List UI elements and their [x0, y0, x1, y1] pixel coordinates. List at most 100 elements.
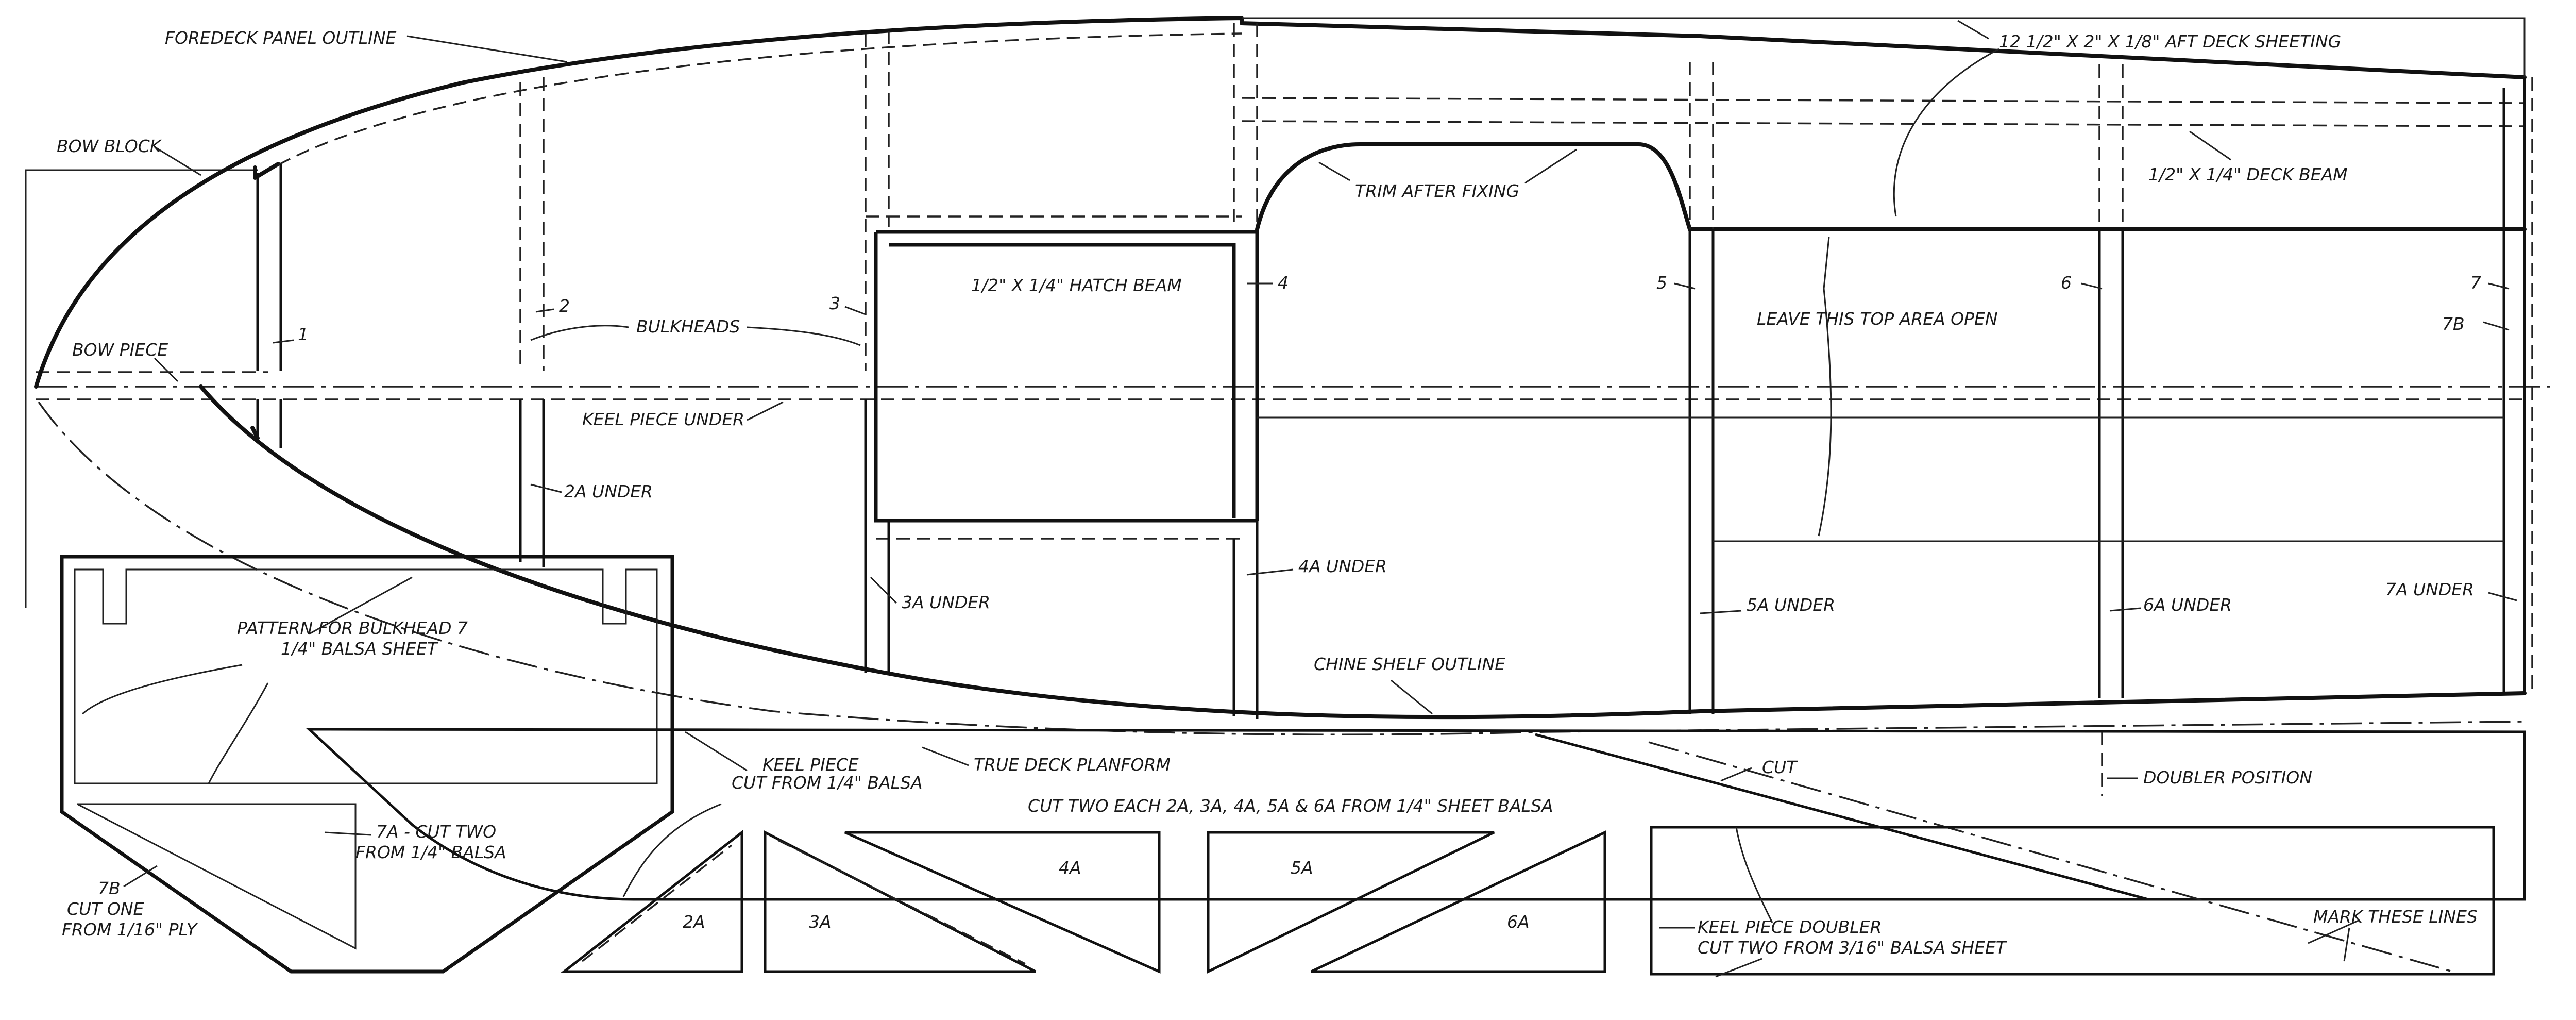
leader-4a-under [1246, 568, 1294, 576]
keel-doubler-box [1650, 826, 2495, 976]
label-cut-from-balsa: CUT FROM 1/4" BALSA [732, 773, 923, 793]
hatch-frame [874, 230, 1259, 523]
part-5a [1207, 831, 1495, 974]
leader-5a-under [1700, 610, 1742, 614]
keel-piece [306, 728, 2526, 973]
leader-foredeck [406, 35, 567, 63]
leader-station-7b [2483, 321, 2510, 331]
part-6a [1310, 830, 1606, 973]
part-4a [844, 831, 1161, 974]
label-pattern-bulkhead-7: PATTERN FOR BULKHEAD 7 [237, 618, 468, 638]
leader-7a [324, 831, 371, 836]
leader-bow-piece [154, 357, 179, 382]
label-doubler-position: DOUBLER POSITION [2143, 767, 2312, 788]
foredeck-outline-top [34, 16, 2527, 389]
leader-keel-doubler [1659, 827, 1773, 978]
label-leave-top-open: LEAVE THIS TOP AREA OPEN [1757, 309, 1998, 329]
hull-plan [25, 16, 2550, 735]
station-label-3: 3 [829, 293, 840, 313]
mark-line [1648, 741, 2453, 973]
station-label-1: 1 [298, 324, 309, 344]
station-2-bottom [519, 399, 545, 567]
label-cut-two-each: CUT TWO EACH 2A, 3A, 4A, 5A & 6A FROM 1/… [1028, 796, 1553, 816]
label-7b: 7B [98, 878, 121, 898]
bow-block-box [25, 169, 258, 608]
label-7a-under: 7A UNDER [2385, 579, 2474, 599]
label-mark-these-lines: MARK THESE LINES [2313, 907, 2478, 927]
foredeck-panel-dashed [278, 32, 1242, 166]
label-4a-under: 4A UNDER [1298, 556, 1387, 576]
label-cut-one: CUT ONE [67, 899, 144, 919]
parts-layout [560, 826, 2495, 976]
leader-3a-under [870, 576, 897, 604]
part-3a-dash [777, 839, 1026, 965]
part-3a [764, 830, 1037, 973]
leader-aft-deck-down [1893, 48, 1999, 217]
leader-deck-beam [2189, 130, 2231, 161]
true-deck-planform-line [38, 401, 2525, 735]
labels: FOREDECK PANEL OUTLINE 12 1/2" X 2" X 1/… [57, 28, 2481, 958]
chine-outline [199, 384, 2527, 720]
leader-6a-under [2109, 607, 2141, 612]
station-1-top [256, 164, 282, 371]
hatch-inner [889, 243, 1236, 518]
leader-keel-piece [622, 731, 748, 897]
label-cut: CUT [1762, 757, 1798, 777]
station-6-top [2098, 64, 2124, 229]
station-label-4: 4 [1278, 273, 1289, 293]
label-cut-two-from-sheet: CUT TWO FROM 3/16" BALSA SHEET [1698, 938, 2008, 958]
label-3a-under: 3A UNDER [902, 592, 990, 612]
part-label-3a: 3A [809, 912, 832, 932]
leader-true-deck [922, 746, 969, 766]
station-7 [2502, 77, 2526, 693]
bulkhead-7-pattern [60, 555, 674, 974]
leader-leave-open [1818, 237, 1832, 537]
leader-station-2 [535, 308, 554, 313]
station-1-bottom [256, 399, 282, 448]
label-6a-under: 6A UNDER [2143, 595, 2232, 615]
label-keel-piece: KEEL PIECE [762, 755, 859, 775]
station-4-bottom [1232, 521, 1259, 719]
label-balsa-sheet: 1/4" BALSA SHEET [281, 639, 439, 659]
leader-chine [1391, 679, 1433, 715]
bulkhead-7-outline [60, 555, 674, 974]
station-4-top [1233, 23, 1258, 229]
label-bow-piece: BOW PIECE [72, 340, 168, 360]
station-2-top [519, 77, 545, 371]
leader-aft-deck-sheeting [1957, 20, 1989, 40]
leader-7b [123, 865, 158, 888]
leader-7a-under [2488, 592, 2517, 601]
deck-beam-line-1 [1241, 97, 2525, 104]
part-2a [560, 829, 743, 973]
station-label-5: 5 [1656, 273, 1667, 293]
leaders [82, 20, 2517, 978]
leader-balsa-sheet [208, 682, 269, 784]
label-aft-deck-sheeting: 12 1/2" X 2" X 1/8" AFT DECK SHEETING [1999, 31, 2341, 52]
label-keel-piece-doubler: KEEL PIECE DOUBLER [1698, 917, 1882, 937]
leader-station-5 [1674, 282, 1696, 290]
label-deck-beam: 1/2" X 1/4" DECK BEAM [2148, 164, 2348, 185]
leader-pattern-7 [82, 576, 413, 715]
label-from-ply: FROM 1/16" PLY [62, 919, 198, 940]
label-keel-piece-under: KEEL PIECE UNDER [582, 409, 744, 429]
leader-station-3 [844, 306, 866, 315]
part-label-4a: 4A [1059, 858, 1081, 878]
label-trim-after-fixing: TRIM AFTER FIXING [1355, 181, 1519, 201]
part-label-6a: 6A [1507, 912, 1530, 932]
part-label-2a: 2A [683, 912, 705, 932]
label-foredeck-panel-outline: FOREDECK PANEL OUTLINE [165, 28, 397, 48]
leader-keel-under [747, 401, 784, 421]
station-label-6: 6 [2061, 273, 2072, 293]
station-label-7: 7 [2470, 273, 2481, 293]
keel-cut-line [1535, 733, 2149, 901]
leader-bulkheads [530, 325, 861, 346]
aft-deck-frame [1242, 17, 2526, 77]
label-2a-under: 2A UNDER [564, 481, 653, 501]
leader-trim [1318, 148, 1577, 184]
leader-station-1 [273, 339, 294, 344]
part-7a [77, 803, 357, 950]
keel-piece-outline [306, 728, 2526, 901]
deck-beam-line-2 [1241, 120, 2525, 127]
label-chine-shelf-outline: CHINE SHELF OUTLINE [1314, 654, 1505, 674]
